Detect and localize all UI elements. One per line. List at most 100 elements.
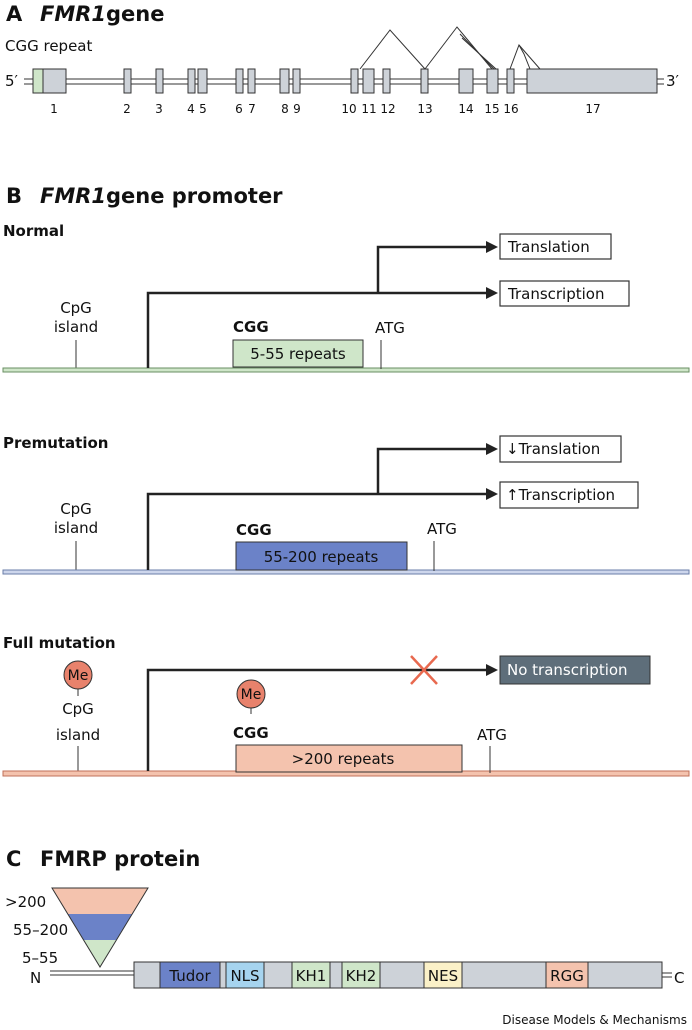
panel-a: A FMR1 gene CGG repeat 5′ 3′ (5, 2, 680, 116)
exon-15 (486, 68, 499, 94)
exon-17 (526, 68, 658, 94)
exon-number-11: 11 (361, 102, 376, 116)
splice-arc-4 (461, 37, 497, 70)
triangle-label-gt200: >200 (5, 893, 46, 911)
panel-b-title: gene promoter (106, 184, 283, 208)
normal-cgg-label: CGG (233, 318, 269, 336)
exon-number-17: 17 (585, 102, 600, 116)
exon-16 (506, 68, 515, 94)
panel-c-letter: C (6, 847, 21, 871)
no-transcription-text: No transcription (507, 661, 628, 679)
premutation-transcription-text: ↑Transcription (506, 486, 615, 504)
cgg-repeat-label: CGG repeat (5, 37, 92, 55)
exon-13 (420, 68, 429, 94)
premutation-atg-label: ATG (427, 520, 457, 538)
full-cgg-label: CGG (233, 724, 269, 742)
exon-number-7: 7 (248, 102, 256, 116)
exon-4 (187, 68, 196, 94)
normal-transcription-arrowhead (486, 287, 498, 299)
no-transcription-box (499, 655, 651, 685)
panel-a-gene: FMR1 (40, 2, 106, 26)
normal-repeats-box (232, 339, 364, 368)
normal-translation-arrowhead (486, 241, 498, 253)
premutation-translation-text: ↓Translation (506, 440, 600, 458)
normal-cpg-line2: island (54, 318, 98, 336)
normal-translation-arrow (376, 245, 488, 293)
panel-a-letter: A (6, 2, 23, 26)
exon-1 (42, 68, 67, 94)
c-terminus-label: C (674, 969, 684, 987)
premutation-cpg-line1: CpG (60, 500, 92, 518)
premutation-repeats-text: 55-200 repeats (264, 548, 379, 566)
normal-translation-box (499, 233, 612, 260)
domain-tudor-label: Tudor (168, 967, 211, 985)
normal-promoter-arrow (146, 291, 378, 368)
full-repeats-text: >200 repeats (292, 750, 395, 768)
normal-row: Normal CpG island Translation Transcript… (2, 222, 690, 373)
premutation-transcription-box (499, 481, 639, 509)
full-atg-label: ATG (477, 726, 507, 744)
premutation-promoter-arrow (146, 492, 378, 570)
full-cpg-line1: CpG (62, 700, 94, 718)
domain-rgg-label: RGG (550, 967, 584, 985)
full-repeats-box (235, 744, 463, 773)
exon-10 (350, 68, 359, 94)
backbone-fill (25, 80, 663, 83)
blocked-cross-b (410, 655, 438, 685)
three-prime-label: 3′ (666, 72, 680, 90)
normal-label: Normal (3, 222, 64, 240)
exon-9 (292, 68, 301, 94)
exon-number-12: 12 (380, 102, 395, 116)
normal-translation-text: Translation (507, 238, 590, 256)
exon-2 (123, 68, 132, 94)
domain-kh2-label: KH2 (346, 967, 377, 985)
splice-arc-1 (359, 29, 426, 70)
panel-b-gene: FMR1 (40, 184, 106, 208)
domain-nes-label: NES (428, 967, 458, 985)
normal-cpg-line1: CpG (60, 299, 92, 317)
premutation-label: Premutation (3, 434, 108, 452)
normal-dna-strand (2, 367, 690, 373)
exon-number-8: 8 (281, 102, 289, 116)
premutation-cgg-label: CGG (236, 521, 272, 539)
full-promoter-arrow (146, 668, 488, 771)
exon-number-10: 10 (341, 102, 356, 116)
domain-rgg (545, 961, 589, 989)
exon-number-15: 15 (484, 102, 499, 116)
exon-number-4: 4 (187, 102, 195, 116)
n-terminus-label: N (30, 969, 41, 987)
premutation-translation-box (499, 435, 622, 463)
exon-number-3: 3 (155, 102, 163, 116)
domain-kh1-label: KH1 (296, 967, 327, 985)
five-prime-label: 5′ (5, 72, 19, 90)
full-mutation-row: Full mutation Me CpG island No transcrip… (2, 634, 690, 777)
triangle-band-55-200 (68, 914, 132, 940)
normal-transcription-box (499, 280, 630, 307)
full-mutation-label: Full mutation (3, 634, 116, 652)
premutation-transcription-arrowhead (486, 488, 498, 500)
normal-repeats-text: 5-55 repeats (250, 345, 346, 363)
panel-c-title: FMRP protein (40, 847, 200, 871)
exon-12 (382, 68, 391, 94)
exon-number-14: 14 (458, 102, 473, 116)
normal-atg-label: ATG (375, 319, 405, 337)
triangle-label-55-200: 55–200 (13, 921, 68, 939)
splice-arc-6 (518, 44, 531, 70)
exon-8 (279, 68, 290, 94)
triangle-band-5-55 (84, 940, 116, 967)
triangle-band-gt200 (52, 888, 148, 914)
exon-number-5: 5 (199, 102, 207, 116)
exon-number-6: 6 (235, 102, 243, 116)
domain-nes (423, 961, 463, 989)
triangle-label-5-55: 5–55 (22, 949, 58, 967)
panel-c: C FMRP protein >200 55–200 5–55 N C Tudo… (5, 847, 684, 989)
exon-5 (197, 68, 208, 94)
exon-number-2: 2 (123, 102, 131, 116)
exon-number-13: 13 (417, 102, 432, 116)
journal-credit: Disease Models & Mechanisms (502, 1013, 687, 1027)
domain-kh2 (341, 961, 381, 989)
domain-nls-label: NLS (230, 967, 259, 985)
exon-number-1: 1 (50, 102, 58, 116)
cgg-repeat-region (32, 68, 44, 94)
